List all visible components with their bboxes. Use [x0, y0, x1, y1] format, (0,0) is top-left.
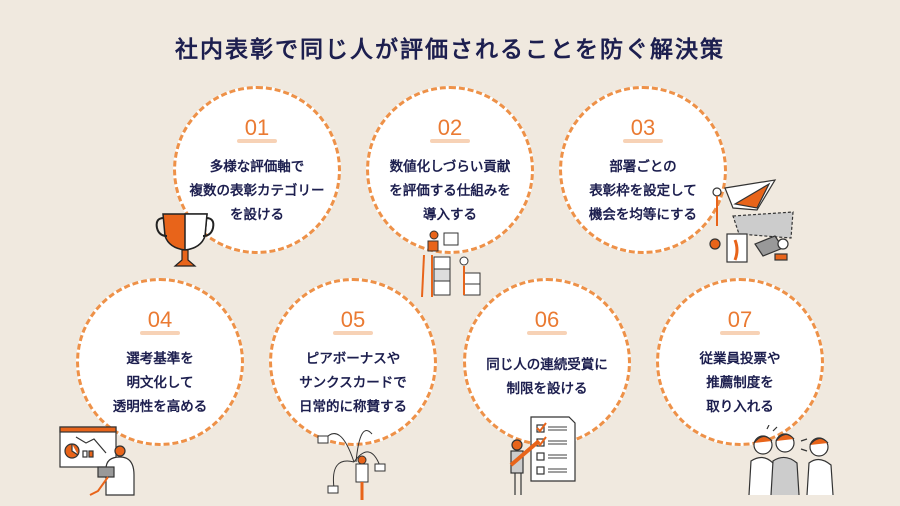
- text-line: ピアボーナスや: [305, 351, 401, 367]
- solution-card-04: 04 選考基準を 明文化して 透明性を高める: [76, 278, 244, 446]
- text-line: 数値化しづらい貢献: [389, 159, 511, 175]
- text-line: 表彰枠を設定して: [589, 183, 697, 199]
- solution-number: 03: [562, 115, 724, 143]
- people-stacking-boxes-icon: [421, 230, 481, 298]
- person-with-checklist-icon: [509, 416, 576, 495]
- page-title: 社内表彰で同じ人が評価されることを防ぐ解決策: [175, 37, 725, 63]
- person-sending-letters-icon: [317, 430, 386, 500]
- solution-number: 06: [466, 307, 628, 335]
- solution-number: 02: [369, 115, 531, 143]
- text-line: 取り入れる: [706, 399, 774, 415]
- text-line: 機会を均等にする: [588, 207, 698, 223]
- text-line: 複数の表彰カテゴリー: [189, 183, 325, 199]
- person-with-laptop-chart-icon: [59, 426, 135, 496]
- solution-number: 07: [659, 307, 821, 335]
- solution-card-02: 02 数値化しづらい貢献 を評価する仕組みを 導入する: [366, 86, 534, 254]
- solution-text: ピアボーナスや サンクスカードで 日常的に称賛する: [272, 347, 434, 419]
- solution-card-03: 03 部署ごとの 表彰枠を設定して 機会を均等にする: [559, 86, 727, 254]
- solution-text: 選考基準を 明文化して 透明性を高める: [79, 347, 241, 419]
- text-line: を設ける: [230, 207, 284, 223]
- text-line: 導入する: [423, 207, 477, 223]
- solution-text: 部署ごとの 表彰枠を設定して 機会を均等にする: [562, 155, 724, 227]
- people-arranging-frames-icon: [709, 179, 794, 263]
- text-line: サンクスカードで: [299, 375, 407, 391]
- solution-card-07: 07 従業員投票や 推薦制度を 取り入れる: [656, 278, 824, 446]
- solution-card-05: 05 ピアボーナスや サンクスカードで 日常的に称賛する: [269, 278, 437, 446]
- solution-text: 多様な評価軸で 複数の表彰カテゴリー を設ける: [176, 155, 338, 227]
- solution-text: 従業員投票や 推薦制度を 取り入れる: [659, 347, 821, 419]
- text-line: 制限を設ける: [506, 381, 588, 397]
- solution-number: 01: [176, 115, 338, 143]
- text-line: 選考基準を: [126, 351, 194, 367]
- solution-number: 04: [79, 307, 241, 335]
- text-line: 推薦制度を: [706, 375, 774, 391]
- text-line: 従業員投票や: [699, 351, 781, 367]
- text-line: 透明性を高める: [112, 399, 208, 415]
- text-line: 多様な評価軸で: [209, 159, 305, 175]
- text-line: 同じ人の連続受賞に: [486, 357, 608, 373]
- text-line: 部署ごとの: [609, 159, 677, 175]
- solution-text: 数値化しづらい貢献 を評価する仕組みを 導入する: [369, 155, 531, 227]
- text-line: を評価する仕組みを: [389, 183, 511, 199]
- solution-number: 05: [272, 307, 434, 335]
- trophy-icon: [155, 213, 215, 267]
- text-line: 日常的に称賛する: [299, 399, 407, 415]
- solution-text: 同じ人の連続受賞に 制限を設ける: [466, 353, 628, 401]
- text-line: 明文化して: [126, 375, 194, 391]
- people-discussing-icon: [748, 425, 834, 496]
